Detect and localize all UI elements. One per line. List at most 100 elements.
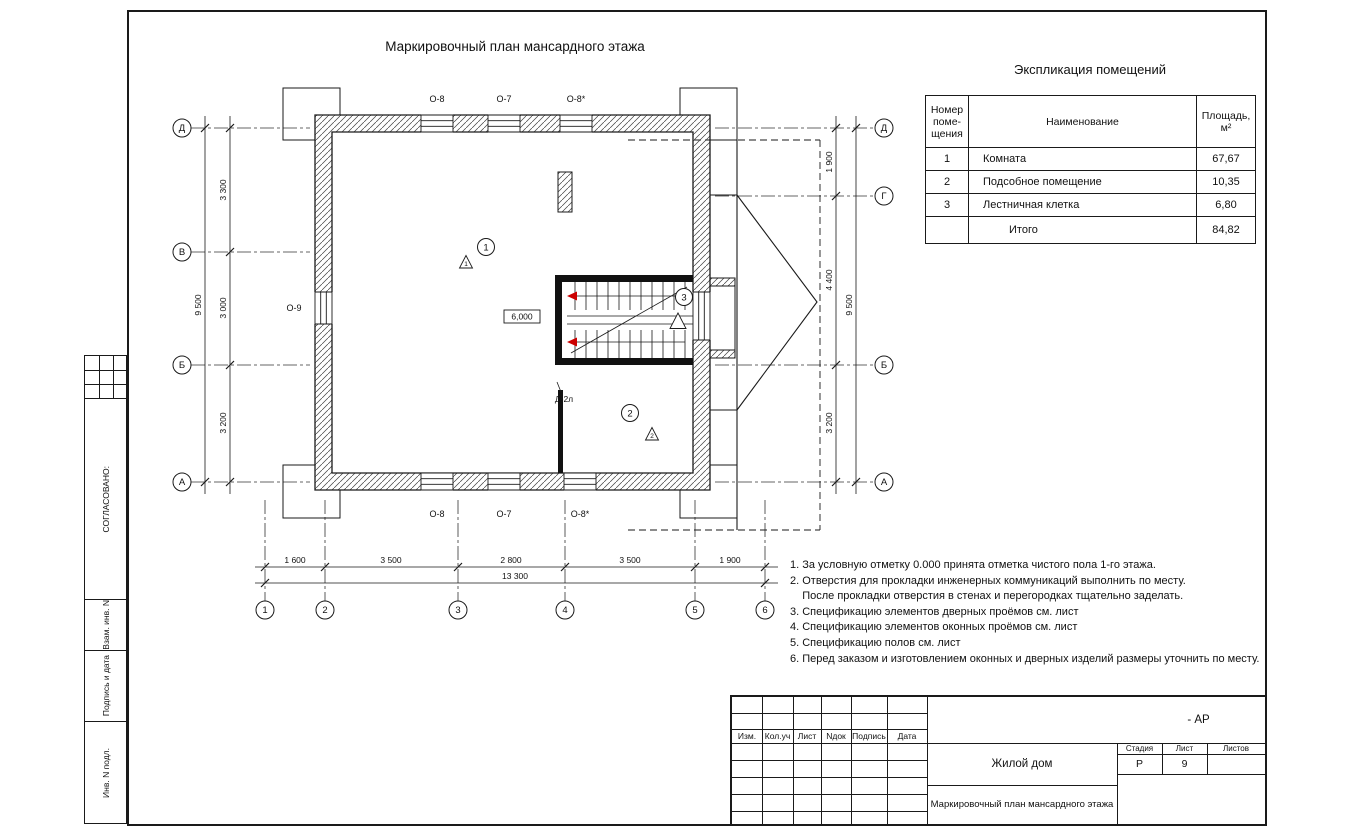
axis-label: В [179,247,185,258]
vzam-inv-label: Взам. инв. N [100,600,111,650]
total-area: 84,82 [1196,216,1256,244]
window-label: О-7 [496,94,511,104]
room-name: Лестничная клетка [968,193,1197,217]
door-leader-line [556,381,562,393]
inv-podl-cell: Инв. N подл. [85,721,126,823]
floor-plan: Д В Б А Д Г Б А 1 2 3 4 5 6 О-8 О-7 О-8*… [172,87,894,620]
tb-col-ndok: Nдок [826,731,846,741]
table-row: 2 Подсобное помещение 10,35 [925,170,1256,194]
axis-markers [172,118,894,620]
approval-grid [85,356,126,398]
floor-type-markers [458,254,687,441]
title-block: Изм. Кол.уч Лист Nдок Подпись Дата - АР … [730,695,1267,826]
note-line: 3. Спецификацию элементов дверных проёмо… [790,605,1079,618]
window-label: О-8* [567,94,586,104]
stair-wall-top [555,275,693,282]
dimension-ticks [200,123,861,588]
axis-label: А [179,477,186,488]
stage-value: Р [1135,758,1143,770]
staircase [555,171,693,473]
dim-label: 3 000 [218,297,228,319]
sheet-number: 9 [1181,758,1188,770]
tb-col-izm: Изм. [737,731,757,741]
dim-label: 3 200 [824,412,834,434]
document-code: - АР [1187,714,1210,726]
explication-table: Номер поме- щения Наименование Площадь, … [925,95,1256,244]
axis-label: Д [179,123,186,134]
note-line: 5. Спецификацию полов см. лист [790,636,961,649]
dim-label: 2 800 [500,555,522,565]
sheets-label: Листов [1223,744,1249,753]
note-line: После прокладки отверстия в стенах и пер… [790,590,1184,603]
roof-outline [628,139,821,531]
level-mark: 6,000 [511,312,533,322]
note-line: 1. За условную отметку 0.000 принята отм… [790,559,1156,571]
tb-col-podpis: Подпись [852,731,886,741]
sheet-frame [127,10,1267,826]
table-row: 1 Комната 67,67 [925,147,1256,171]
approved-stamp: СОГЛАСОВАНО: [85,398,126,599]
dim-label: 3 300 [218,179,228,201]
room-number: 3 [925,193,969,217]
balcony [709,277,736,359]
window-label: О-8 [429,509,444,519]
corner-details [282,87,738,519]
room-name: Подсобное помещение [968,170,1197,194]
inv-podl-label: Инв. N подл. [100,747,111,798]
podpis-data-cell: Подпись и дата [85,650,126,721]
dim-label: 1 900 [824,151,834,173]
axis-label: 5 [692,605,697,616]
room-number: 1 [925,147,969,171]
stair-wall-bottom [555,358,693,365]
general-notes: 1. За условную отметку 0.000 принята отм… [790,558,1265,667]
room-area: 6,80 [1196,193,1256,217]
stair-direction-arrows [567,291,685,347]
window-openings [313,113,711,492]
col-header-name: Наименование [968,95,1197,148]
drawing-title: Маркировочный план мансардного этажа [385,39,645,54]
note-line: 6. Перед заказом и изготовлением оконных… [790,652,1260,665]
axis-label: Б [881,360,887,371]
axis-label: Д [881,123,888,134]
dim-label: 1 600 [284,555,306,565]
stair-wall-left [555,275,562,365]
axis-label: 6 [762,605,767,616]
partition-wall [558,390,563,473]
room-number [925,216,969,244]
stair-arrow-icon [567,291,577,301]
door-mark: Д-2л [555,394,573,404]
podpis-data-label: Подпись и дата [100,655,111,717]
tb-col-data: Дата [897,731,917,741]
window-label: О-9 [286,303,301,313]
approved-stamp-label: СОГЛАСОВАНО: [100,465,111,533]
axis-label: 3 [455,605,460,616]
axis-label: Г [881,191,886,202]
axis-label: 4 [562,605,567,616]
dim-total-label: 9 500 [844,294,854,316]
room-mark: 2 [627,408,632,419]
col-header-number: Номер поме- щения [925,95,969,148]
stage-label: Стадия [1125,744,1154,753]
sheet-label: Лист [1175,744,1194,753]
chimney-block [557,171,573,213]
axis-grid-lines [191,127,875,601]
floor-mark: 2 [650,433,654,440]
table-row-total: Итого 84,82 [925,216,1256,244]
col-header-area: Площадь, м² [1196,95,1256,148]
dim-total-label: 13 300 [502,571,528,581]
dim-label: 4 400 [824,269,834,291]
floor-type-labels: 1 2 [464,261,654,440]
window-label: О-7 [496,509,511,519]
axis-label: Б [179,360,185,371]
axis-labels: Д В Б А Д Г Б А 1 2 3 4 5 6 [179,123,888,616]
dim-label: 3 500 [619,555,641,565]
window-label: О-8 [429,94,444,104]
note-line: 2. Отверстия для прокладки инженерных ко… [790,574,1186,587]
dim-total-label: 9 500 [193,294,203,316]
dim-label: 3 500 [380,555,402,565]
room-markers: 1 2 3 [477,238,693,422]
room-area: 67,67 [1196,147,1256,171]
room-number: 2 [925,170,969,194]
room-name: Комната [968,147,1197,171]
